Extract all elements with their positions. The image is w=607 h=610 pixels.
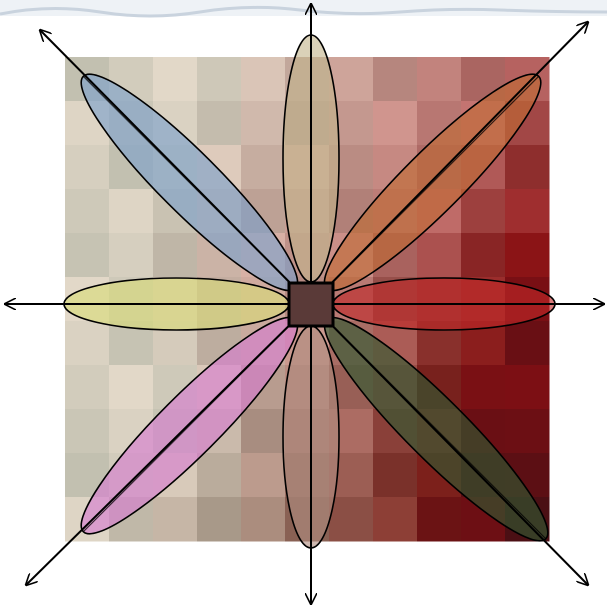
mosaic-cell bbox=[505, 365, 550, 410]
mosaic-cell bbox=[153, 497, 198, 542]
mosaic-cell bbox=[461, 233, 506, 278]
mosaic-cell bbox=[241, 453, 286, 498]
mosaic-cell bbox=[65, 233, 110, 278]
mosaic-cell bbox=[109, 365, 154, 410]
mosaic-cell bbox=[197, 57, 242, 102]
mosaic-cell bbox=[461, 189, 506, 234]
mosaic-cell bbox=[241, 57, 286, 102]
mosaic-cell bbox=[461, 365, 506, 410]
mosaic-cell bbox=[65, 321, 110, 366]
mosaic-cell bbox=[505, 321, 550, 366]
mosaic-cell bbox=[417, 497, 462, 542]
mosaic-cell bbox=[153, 57, 198, 102]
mosaic-cell bbox=[505, 145, 550, 190]
mosaic-cell bbox=[329, 497, 374, 542]
mosaic-cell bbox=[241, 145, 286, 190]
mosaic-cell bbox=[65, 409, 110, 454]
mosaic-cell bbox=[373, 453, 418, 498]
mosaic-cell bbox=[505, 409, 550, 454]
mosaic-cell bbox=[65, 145, 110, 190]
mosaic-cell bbox=[109, 233, 154, 278]
mosaic-cell bbox=[65, 365, 110, 410]
center-pixel-marker bbox=[289, 283, 333, 326]
mosaic-cell bbox=[241, 497, 286, 542]
mosaic-cell bbox=[197, 497, 242, 542]
mosaic-cell bbox=[373, 57, 418, 102]
mosaic-cell bbox=[153, 233, 198, 278]
top-wave-strip bbox=[0, 0, 607, 16]
mosaic-cell bbox=[241, 101, 286, 146]
mosaic-cell bbox=[505, 233, 550, 278]
mosaic-cell bbox=[505, 189, 550, 234]
mosaic-cell bbox=[109, 189, 154, 234]
mosaic-cell bbox=[65, 189, 110, 234]
mosaic-cell bbox=[373, 101, 418, 146]
mosaic-cell bbox=[241, 409, 286, 454]
mosaic-cell bbox=[197, 101, 242, 146]
mosaic-cell bbox=[417, 57, 462, 102]
mosaic-cell bbox=[373, 497, 418, 542]
mosaic-cell bbox=[417, 233, 462, 278]
mosaic-cell bbox=[197, 453, 242, 498]
